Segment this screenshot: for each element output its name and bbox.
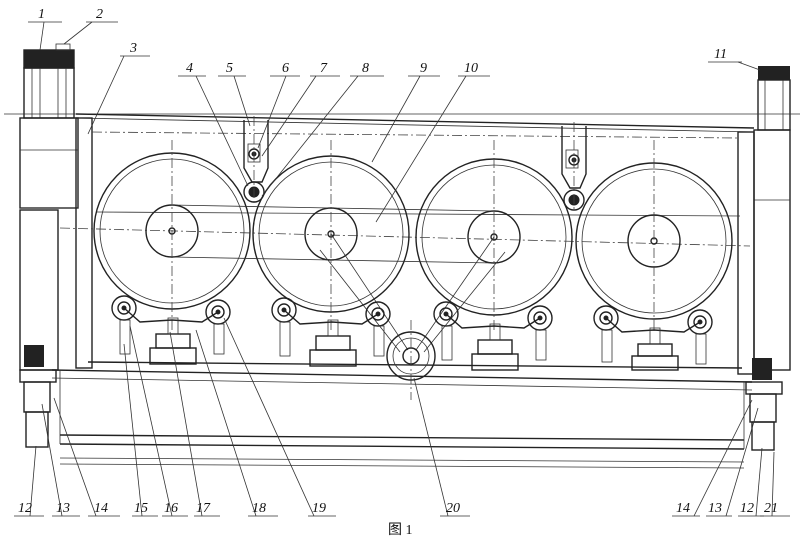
- callout-13-left: 13: [56, 501, 70, 516]
- callout-3: 3: [129, 41, 137, 56]
- callout-17: 17: [196, 501, 211, 516]
- figure-caption: 图 1: [388, 523, 413, 538]
- callout-5: 5: [226, 61, 233, 76]
- belt-line: [95, 211, 741, 217]
- left-column: [19, 43, 79, 448]
- drum-3: [415, 140, 573, 330]
- callout-19: 19: [312, 501, 326, 516]
- centerline-horizontal: [59, 227, 751, 247]
- drum-4: [575, 140, 733, 330]
- roller-assembly-4: [593, 305, 713, 371]
- right-column: [745, 66, 791, 451]
- roller-assembly-2: [271, 297, 391, 367]
- leader-lines-bottom: [14, 317, 790, 517]
- callout-2: 2: [96, 7, 103, 22]
- drum-1: [93, 140, 251, 330]
- callout-14-right: 14: [676, 501, 690, 516]
- motor-pulley: [386, 320, 436, 400]
- callout-10: 10: [464, 61, 478, 76]
- callout-7: 7: [320, 61, 328, 76]
- tension-bracket-left: [243, 116, 269, 205]
- roller-assembly-3: [433, 301, 553, 371]
- callout-20: 20: [446, 501, 460, 516]
- tension-bracket-right: [561, 122, 587, 212]
- callout-12-left: 12: [18, 501, 32, 516]
- main-frame: [4, 113, 800, 469]
- callout-18: 18: [252, 501, 266, 516]
- callout-21: 21: [764, 501, 778, 516]
- callout-9: 9: [420, 61, 427, 76]
- callout-14-left: 14: [94, 501, 108, 516]
- roller-assembly-1: [111, 295, 231, 365]
- callout-4: 4: [186, 61, 193, 76]
- callout-12-right: 12: [740, 501, 754, 516]
- callout-8: 8: [362, 61, 369, 76]
- callout-15: 15: [134, 501, 148, 516]
- leader-lines-top: [28, 21, 761, 223]
- callout-16: 16: [164, 501, 178, 516]
- drive-belt: [171, 204, 506, 353]
- callout-6: 6: [282, 61, 289, 76]
- callout-13-right: 13: [708, 501, 722, 516]
- callout-1: 1: [38, 7, 45, 22]
- callout-11: 11: [714, 47, 727, 62]
